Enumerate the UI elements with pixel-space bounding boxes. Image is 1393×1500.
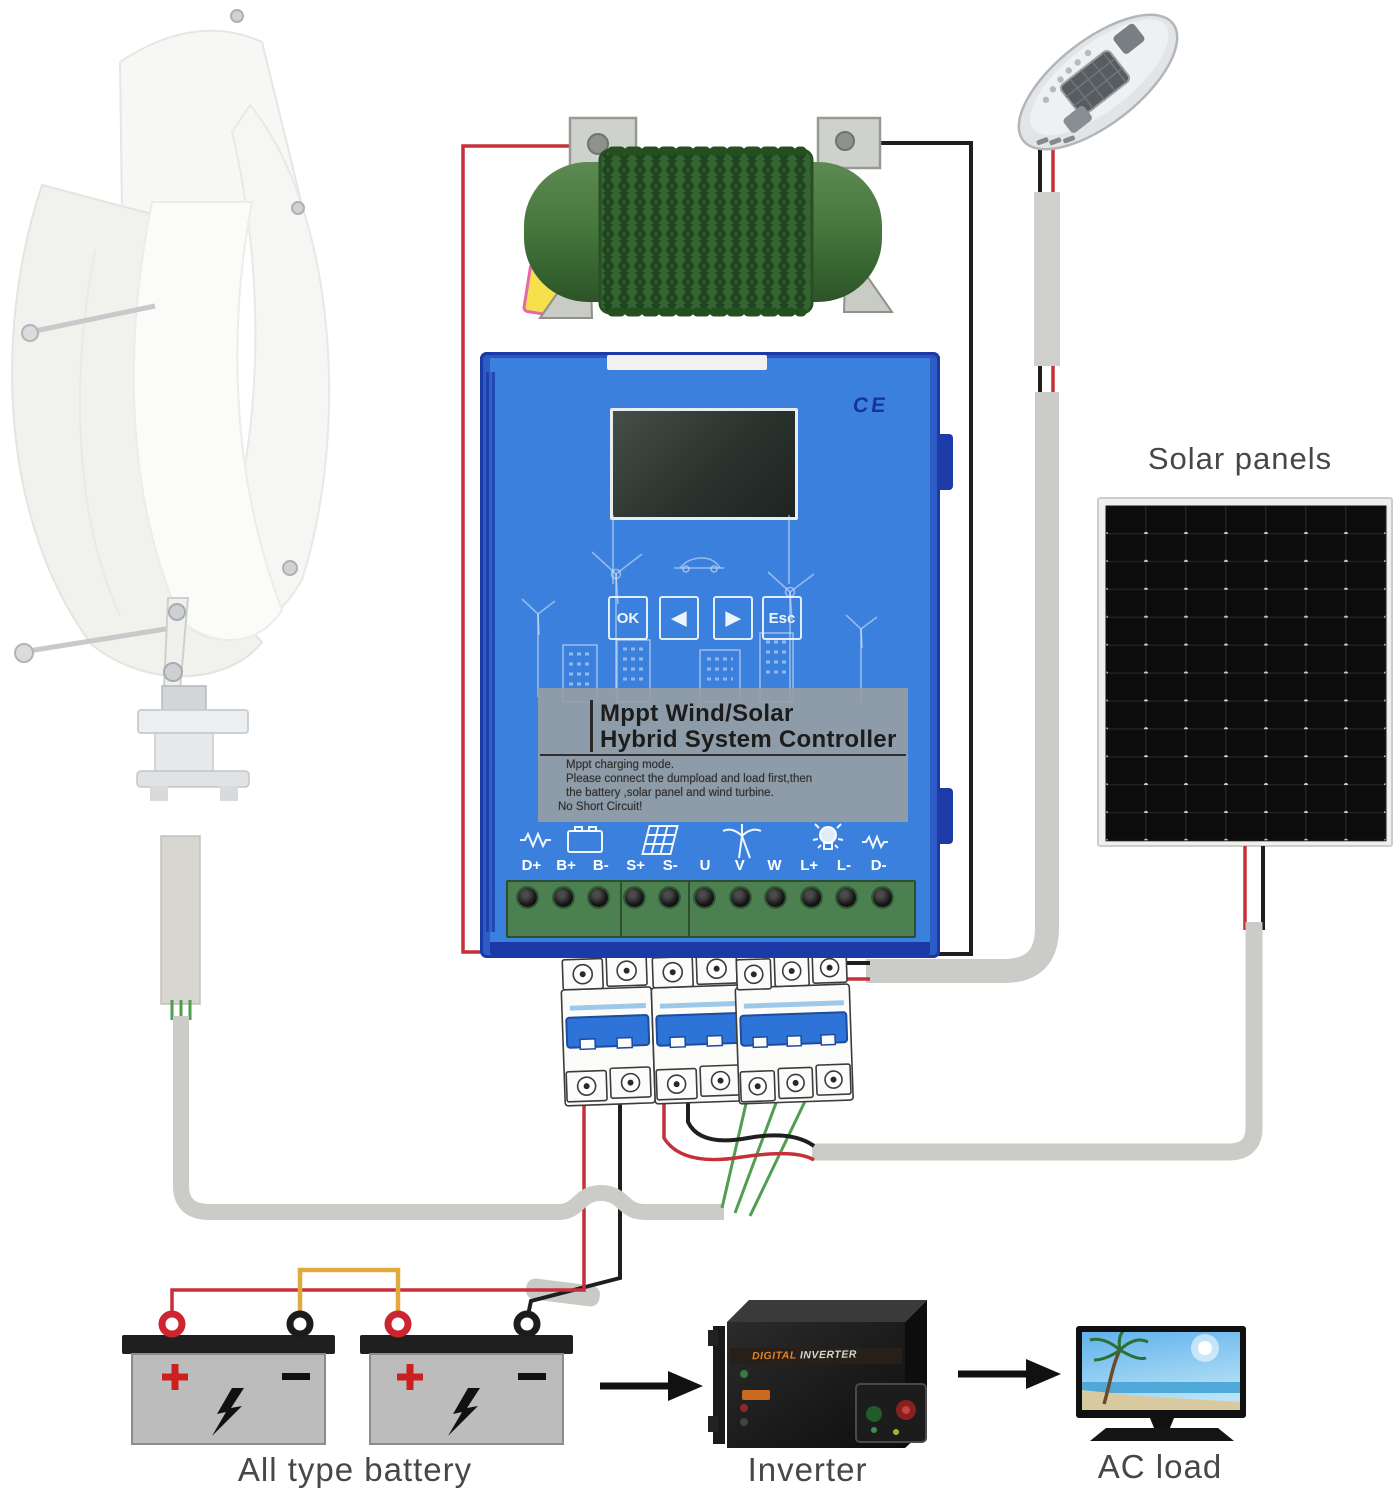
mounting-tab xyxy=(938,434,953,490)
inverter-brand-word1: DIGITAL xyxy=(751,1349,797,1363)
terminal-label: D+ xyxy=(521,857,542,874)
terminal-label: B+ xyxy=(556,857,576,874)
dump-load-resistor xyxy=(522,116,894,319)
turbine-strut xyxy=(14,9,305,663)
ok-button: OK xyxy=(608,596,648,640)
terminal-labels: D+ B+ B- S+ S- U V W L+ L- D- xyxy=(514,857,896,874)
solar-breaker-wires xyxy=(662,1094,816,1162)
terminal-label: U xyxy=(699,857,711,874)
terminal-label: S+ xyxy=(626,857,645,874)
terminal-screw xyxy=(660,888,680,907)
ac-load-tv xyxy=(1076,1326,1246,1441)
controller-top-label xyxy=(607,355,767,370)
controller-note-3: the battery ,solar panel and wind turbin… xyxy=(566,787,774,799)
arrow-inverter-to-acload xyxy=(958,1359,1061,1389)
dump-load-resistor-icon xyxy=(520,831,551,849)
divider xyxy=(688,882,690,936)
ghost-car xyxy=(674,557,724,573)
ghost-wind-turbine xyxy=(521,598,556,697)
terminal-screw xyxy=(837,888,857,907)
dump-load-resistor-icon xyxy=(862,834,888,850)
street-light-cable xyxy=(866,146,1060,983)
terminal-screw xyxy=(766,888,786,907)
ac-load-label: AC load xyxy=(1097,1448,1223,1485)
terminal-screw xyxy=(872,888,892,907)
street-light-head xyxy=(1017,13,1179,151)
breaker-solar xyxy=(650,952,746,1105)
battery-icon xyxy=(567,826,603,853)
terminal-label: B- xyxy=(592,857,609,874)
terminal-screw xyxy=(553,888,573,907)
heatsink-fins xyxy=(483,372,495,932)
esc-button: Esc xyxy=(762,596,802,640)
left-arrow-button: ◀ xyxy=(659,596,699,640)
lamp-icon xyxy=(812,823,844,850)
terminal-label: D- xyxy=(870,857,887,874)
solar-panel xyxy=(1097,497,1393,847)
solar-panel-icon xyxy=(641,825,679,855)
right-arrow-button: ▶ xyxy=(713,596,753,640)
controller-title-line1: Mppt Wind/Solar xyxy=(600,700,794,727)
battery-1 xyxy=(122,1335,335,1445)
terminal-screw xyxy=(801,888,821,907)
resistor-bracket-right xyxy=(816,116,882,170)
terminal-label: V xyxy=(734,857,745,874)
ghost-buildings xyxy=(562,632,794,703)
battery-label: All type battery xyxy=(237,1451,473,1488)
terminal-label: W xyxy=(767,857,782,874)
hybrid-controller: CE xyxy=(480,352,953,958)
solar-cable xyxy=(812,846,1265,1161)
battery-ring-terminals xyxy=(158,1310,541,1338)
terminal-screw xyxy=(695,888,715,907)
inverter-brand-word2: INVERTER xyxy=(799,1348,857,1362)
divider xyxy=(590,700,593,752)
inverter-remote xyxy=(855,1383,927,1443)
ghost-wind-turbine xyxy=(767,571,815,700)
wind-turbine xyxy=(11,9,331,801)
divider xyxy=(540,754,906,756)
terminal-screw xyxy=(518,888,538,907)
inverter xyxy=(708,1300,927,1448)
divider xyxy=(620,882,622,936)
turbine-base xyxy=(136,597,250,801)
wind-cable xyxy=(160,835,724,1220)
inverter-label: Inverter xyxy=(747,1451,868,1488)
controller-note-2: Please connect the dumpload and load fir… xyxy=(566,773,813,785)
controller-note-1: Mppt charging mode. xyxy=(566,759,675,771)
terminal-label: L- xyxy=(836,857,852,874)
breaker-wind xyxy=(734,951,854,1105)
terminal-screw xyxy=(624,888,644,907)
mounting-tab xyxy=(938,788,953,844)
solar-panels-label: Solar panels xyxy=(1147,441,1333,476)
breaker-battery xyxy=(560,954,656,1107)
battery-2 xyxy=(360,1335,573,1445)
controller-info-panel: Mppt Wind/Solar Hybrid System Controller… xyxy=(538,688,908,822)
lcd-screen xyxy=(610,408,798,520)
terminal-label: L+ xyxy=(800,857,819,874)
ghost-wind-turbine xyxy=(591,551,643,692)
wind-turbine-icon xyxy=(722,824,762,859)
terminal-screw xyxy=(589,888,609,907)
controller-note-4: No Short Circuit! xyxy=(558,801,643,813)
arrow-battery-to-inverter xyxy=(600,1371,703,1401)
terminal-screw xyxy=(730,888,750,907)
controller-title-line2: Hybrid System Controller xyxy=(600,726,897,753)
terminal-label: S- xyxy=(662,857,678,874)
terminal-screws xyxy=(510,888,900,907)
